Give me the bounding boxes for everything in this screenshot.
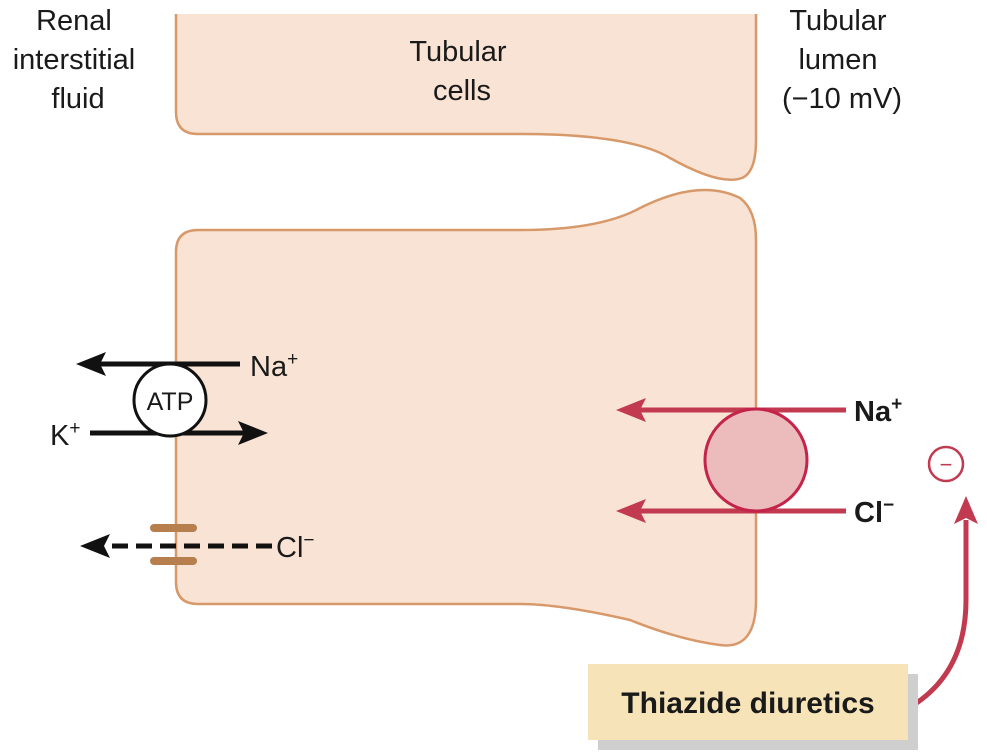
renal-interstitial-fluid-label: Renal interstitial fluid xyxy=(13,5,144,115)
inhibition-minus: − xyxy=(940,452,953,477)
lower-tubular-cell xyxy=(174,188,758,647)
na-k-atpase-pump: ATP xyxy=(76,352,268,445)
basolateral-na-label: Na+ xyxy=(250,349,298,383)
chloride-channel xyxy=(80,524,272,565)
drug-box xyxy=(588,664,908,740)
apical-na-arrowhead xyxy=(616,398,646,422)
tubular-lumen-label: Tubular lumen (−10 mV) xyxy=(782,5,902,115)
inhibition-circle xyxy=(927,445,965,483)
cl-efflux-arrowhead xyxy=(80,534,110,558)
tubular-cells-label: Tubular cells xyxy=(409,36,514,107)
basolateral-k-label: K+ xyxy=(50,418,80,452)
upper-tubular-cell xyxy=(174,14,758,182)
na-efflux-arrowhead xyxy=(76,352,106,376)
atp-label: ATP xyxy=(147,388,194,416)
na-cl-cotransporter xyxy=(616,398,846,523)
k-influx-arrowhead xyxy=(238,421,268,445)
drug-name-label: Thiazide diuretics xyxy=(621,687,874,720)
drug-action-arrowhead xyxy=(954,496,978,524)
apical-cl-label: Cl− xyxy=(854,495,894,529)
atp-pump-circle xyxy=(132,362,208,438)
inhibition-symbol: − xyxy=(927,445,965,483)
apical-na-label: Na+ xyxy=(854,394,902,428)
apical-cl-arrowhead xyxy=(616,499,646,523)
cotransporter-circle xyxy=(703,407,809,513)
drug-action-arrow xyxy=(910,520,969,709)
basolateral-cl-label: Cl− xyxy=(276,530,315,564)
